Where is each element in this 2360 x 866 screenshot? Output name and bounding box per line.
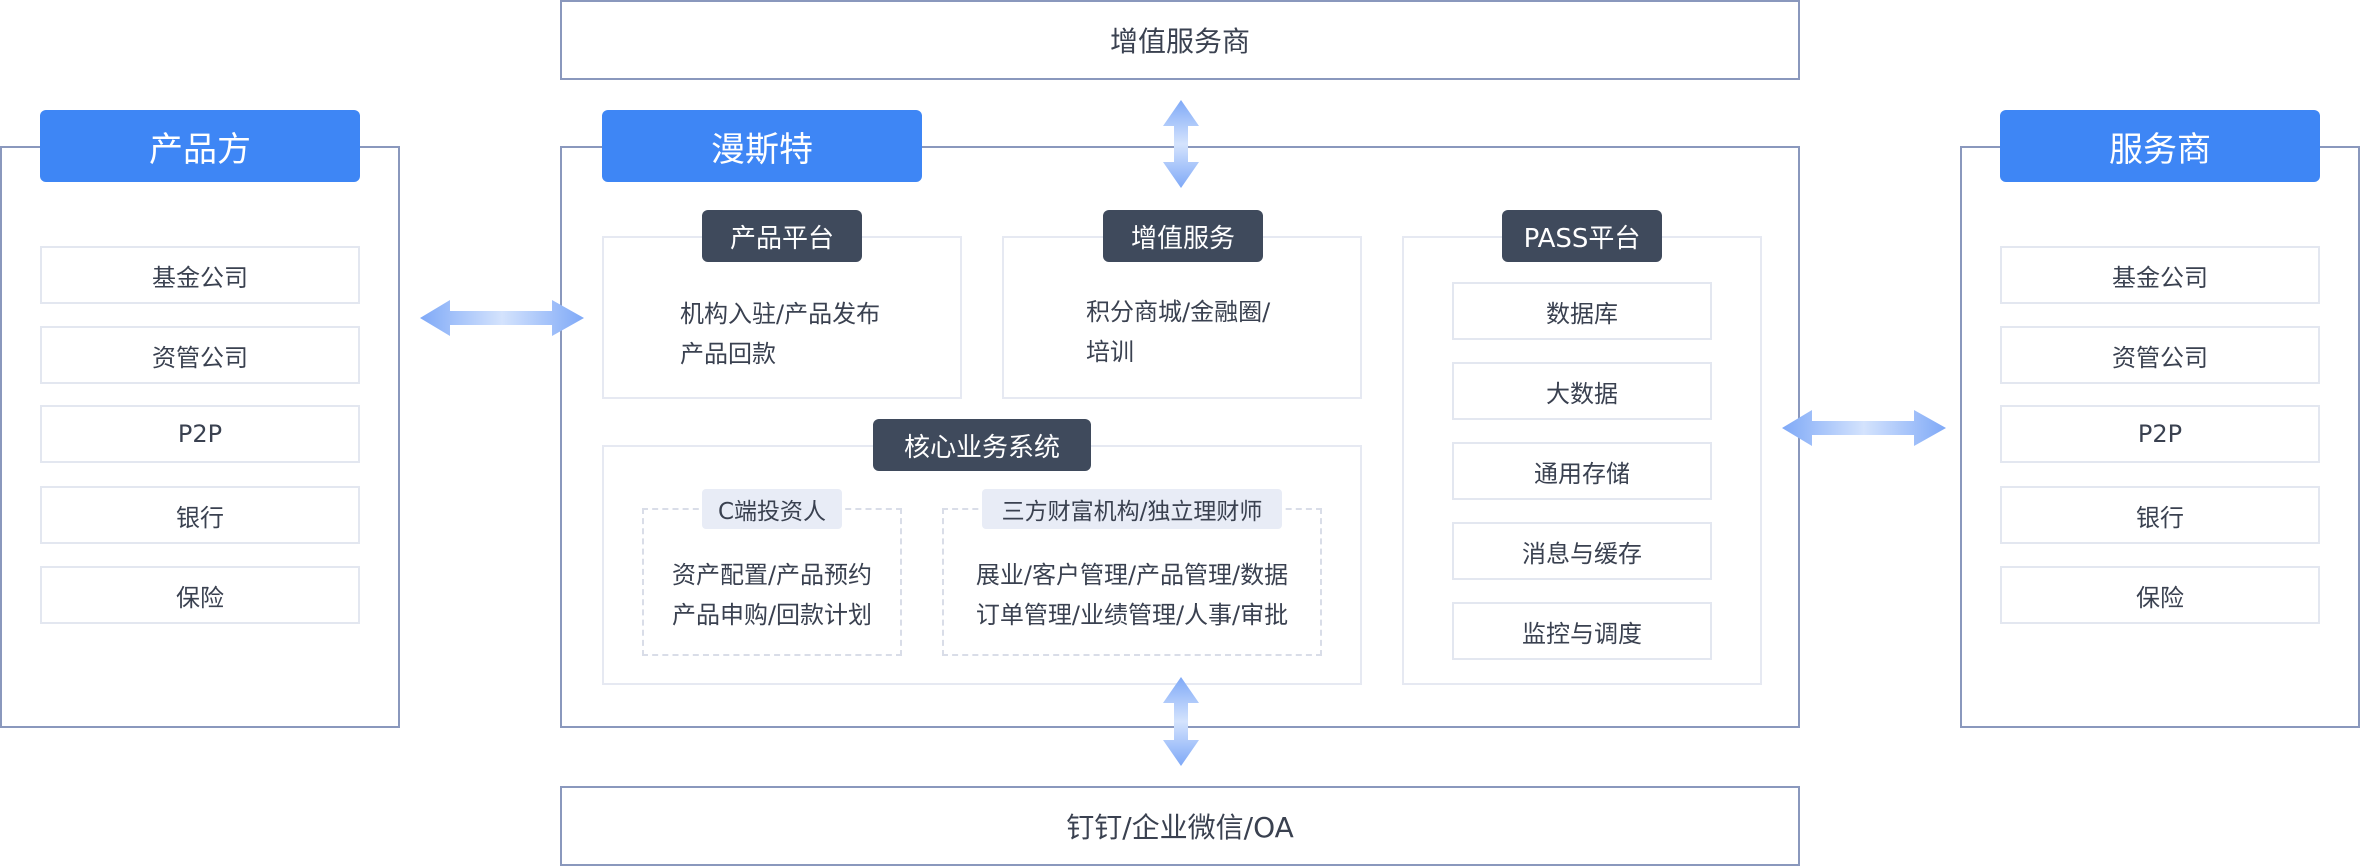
right-item-label: 基金公司 xyxy=(2112,263,2208,292)
center-panel-title: 漫斯特 xyxy=(602,110,922,182)
left-item: 基金公司 xyxy=(40,246,360,304)
right-item-label: 保险 xyxy=(2136,583,2184,612)
third-party-wealth-content: 展业/客户管理/产品管理/数据 订单管理/业绩管理/人事/审批 xyxy=(942,555,1322,635)
left-title-label: 产品方 xyxy=(149,129,251,170)
product-platform-title-label: 产品平台 xyxy=(729,223,834,254)
product-platform-title: 产品平台 xyxy=(702,210,862,262)
right-panel-title: 服务商 xyxy=(2000,110,2320,182)
c-end-investor-title: C端投资人 xyxy=(702,489,842,529)
left-item-label: 资管公司 xyxy=(152,343,248,372)
pass-item-label: 数据库 xyxy=(1546,299,1618,328)
top-bar-value-service-providers: 增值服务商 xyxy=(560,0,1800,80)
c-end-investor-content: 资产配置/产品预约 产品申购/回款计划 xyxy=(642,555,902,635)
product-platform-line: 机构入驻/产品发布 xyxy=(680,300,881,328)
right-item: 保险 xyxy=(2000,566,2320,624)
bottom-bar-label: 钉钉/企业微信/OA xyxy=(1066,811,1294,844)
left-item-label: 基金公司 xyxy=(152,263,248,292)
bottom-double-arrow-icon xyxy=(1163,677,1199,766)
pass-item: 监控与调度 xyxy=(1452,602,1712,660)
pass-item: 大数据 xyxy=(1452,362,1712,420)
right-title-label: 服务商 xyxy=(2109,129,2211,170)
core-business-title-label: 核心业务系统 xyxy=(903,432,1060,463)
value-services-title: 增值服务 xyxy=(1103,210,1263,262)
pass-item-label: 消息与缓存 xyxy=(1522,539,1642,568)
c-end-investor-title-label: C端投资人 xyxy=(717,499,827,525)
top-bar-label: 增值服务商 xyxy=(1109,25,1250,58)
left-item: 银行 xyxy=(40,486,360,544)
right-item-label: 银行 xyxy=(2136,503,2184,532)
product-platform-content: 机构入驻/产品发布 产品回款 xyxy=(680,294,950,374)
right-double-arrow-icon xyxy=(1782,410,1946,446)
product-platform-line: 产品回款 xyxy=(680,340,776,368)
value-services-line: 培训 xyxy=(1086,338,1134,366)
pass-item: 消息与缓存 xyxy=(1452,522,1712,580)
left-item-label: P2P xyxy=(177,420,223,448)
c-end-line: 产品申购/回款计划 xyxy=(671,601,873,629)
third-party-wealth-title-label: 三方财富机构/独立理财师 xyxy=(1001,499,1263,525)
core-business-title: 核心业务系统 xyxy=(873,419,1091,471)
bottom-bar-integrations: 钉钉/企业微信/OA xyxy=(560,786,1800,866)
value-services-line: 积分商城/金融圈/ xyxy=(1086,298,1271,326)
pass-item-label: 通用存储 xyxy=(1534,459,1630,488)
value-services-title-label: 增值服务 xyxy=(1130,223,1235,254)
value-services-content: 积分商城/金融圈/ 培训 xyxy=(1086,292,1346,372)
right-item: 资管公司 xyxy=(2000,326,2320,384)
third-party-line: 展业/客户管理/产品管理/数据 xyxy=(975,561,1289,589)
pass-item: 数据库 xyxy=(1452,282,1712,340)
c-end-line: 资产配置/产品预约 xyxy=(671,561,873,589)
pass-item-label: 大数据 xyxy=(1546,379,1618,408)
right-item: P2P xyxy=(2000,405,2320,463)
center-title-label: 漫斯特 xyxy=(711,129,813,170)
pass-item: 通用存储 xyxy=(1452,442,1712,500)
top-double-arrow-icon xyxy=(1163,100,1199,188)
left-item-label: 银行 xyxy=(176,503,224,532)
left-panel-title: 产品方 xyxy=(40,110,360,182)
left-item-label: 保险 xyxy=(176,583,224,612)
product-platform-box xyxy=(602,236,962,399)
pass-item-label: 监控与调度 xyxy=(1522,619,1642,648)
right-item-label: 资管公司 xyxy=(2112,343,2208,372)
left-double-arrow-icon xyxy=(420,300,584,336)
right-item: 基金公司 xyxy=(2000,246,2320,304)
right-item-label: P2P xyxy=(2137,420,2183,448)
third-party-wealth-title: 三方财富机构/独立理财师 xyxy=(982,489,1282,529)
pass-platform-title-label: PASS平台 xyxy=(1523,223,1641,254)
left-item: 保险 xyxy=(40,566,360,624)
right-item: 银行 xyxy=(2000,486,2320,544)
third-party-line: 订单管理/业绩管理/人事/审批 xyxy=(975,601,1289,629)
left-item: 资管公司 xyxy=(40,326,360,384)
left-item: P2P xyxy=(40,405,360,463)
pass-platform-title: PASS平台 xyxy=(1502,210,1662,262)
